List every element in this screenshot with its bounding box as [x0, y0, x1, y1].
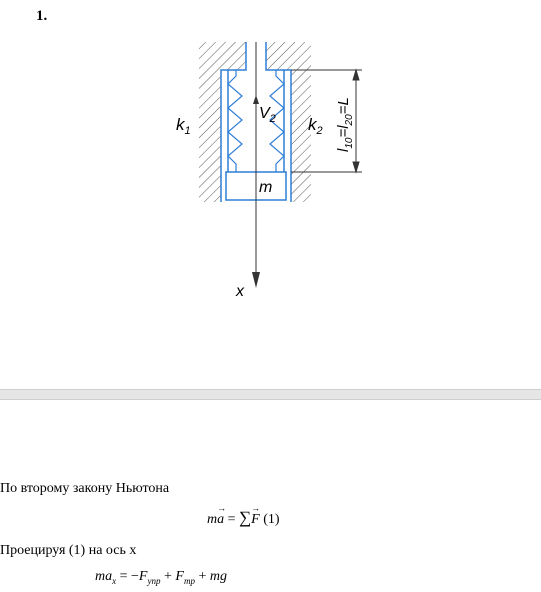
velocity-arrowhead [253, 95, 259, 104]
problem-number: 1. [36, 8, 48, 24]
x-axis-arrow [252, 272, 260, 288]
eq2-F2-sub: тр [183, 575, 195, 586]
eq1-sum: ∑ [239, 508, 252, 527]
equation-2: max = −Fупр + Fтр + mg [95, 569, 227, 586]
label-mass: m [259, 179, 272, 196]
length-dimension [291, 68, 362, 174]
label-axis-x: x [235, 283, 245, 300]
channel-outline [220, 42, 292, 202]
eq2-plus2: + [194, 569, 210, 584]
top-left-hatch [221, 42, 246, 70]
eq2-F2: F [175, 569, 184, 584]
label-k2: k2 [308, 115, 323, 137]
label-k1: k1 [176, 115, 191, 137]
eq1-F-vector: F [251, 503, 260, 528]
section-divider [0, 389, 541, 400]
eq2-F1-sub: упр [147, 575, 161, 586]
eq1-a-vector: a [217, 503, 226, 528]
text-newton-law: По второму закону Ньютона [0, 481, 170, 496]
eq2-plus1: + [160, 569, 176, 584]
spring-k2 [269, 70, 285, 172]
label-v2: V2 [259, 105, 276, 125]
eq1-m: m [207, 512, 218, 527]
eq2-mg: mg [209, 569, 227, 584]
eq2-lhs: ma [95, 569, 113, 584]
eq2-lhs-sub: x [112, 575, 117, 586]
right-wall-hatch [291, 42, 311, 202]
spring-mass-diagram: k1 k2 V2 m x l10=l20=L [176, 42, 362, 300]
spring-k1 [227, 70, 243, 172]
text-projection: Проецируя (1) на ось x [0, 543, 137, 558]
eq1-tag: (1) [263, 512, 280, 527]
eq2-F1: F [138, 569, 148, 584]
top-right-hatch [266, 42, 291, 70]
left-wall-hatch [199, 42, 221, 202]
label-length: l10=l20=L [335, 97, 355, 152]
equation-1: ma = ∑F (1) [207, 503, 280, 528]
eq2-eq: = − [116, 569, 139, 584]
